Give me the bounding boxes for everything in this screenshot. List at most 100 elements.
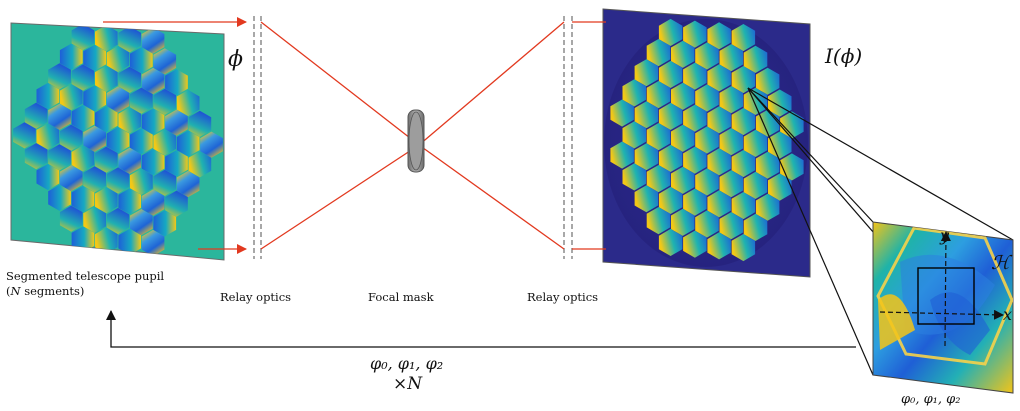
hex-segment xyxy=(59,43,83,70)
segment-support-box xyxy=(917,267,975,325)
hilbert-space-label: ℋ xyxy=(991,252,1010,274)
x-axis-arrow xyxy=(879,309,1004,320)
hex-segment xyxy=(83,166,106,193)
hex-segment xyxy=(165,69,188,96)
hex-segment xyxy=(731,108,756,136)
hex-segment xyxy=(731,24,756,52)
hex-segment xyxy=(176,130,200,157)
hex-segment xyxy=(36,82,60,110)
hex-segment xyxy=(118,147,141,174)
hex-segment xyxy=(622,163,646,191)
hex-segment xyxy=(141,189,165,216)
hex-segment xyxy=(646,207,671,235)
hex-segment xyxy=(71,185,95,213)
hex-segment xyxy=(153,48,177,75)
hex-segment xyxy=(707,106,731,134)
hex-segment xyxy=(95,25,118,52)
hex-segment xyxy=(695,84,719,112)
y-axis-arrow xyxy=(940,231,951,347)
hex-segment xyxy=(71,23,95,51)
hex-segment xyxy=(188,151,212,178)
hex-segment xyxy=(610,99,634,127)
hex-segment xyxy=(153,88,177,115)
hex-segment xyxy=(176,170,200,198)
hex-segment xyxy=(719,44,743,72)
optical-beams xyxy=(103,17,606,254)
hex-segment xyxy=(646,39,671,67)
hex-segment xyxy=(695,42,719,70)
hex-segment xyxy=(130,128,153,155)
hex-segment xyxy=(610,141,634,169)
hex-segment xyxy=(755,193,780,221)
hex-segment xyxy=(671,82,695,110)
hex-segment xyxy=(755,67,780,95)
hex-segment xyxy=(695,168,719,196)
hex-segment xyxy=(695,210,719,238)
hex-segment xyxy=(59,165,83,192)
hex-segment xyxy=(118,26,141,53)
pupil-segments xyxy=(13,23,223,257)
hex-segment xyxy=(83,44,106,71)
hex-segment xyxy=(71,64,95,91)
relay-optics-right-label: Relay optics xyxy=(527,290,599,304)
hex-segment xyxy=(743,87,768,115)
hex-segment xyxy=(707,232,731,260)
pupil-caption-n: N xyxy=(10,284,21,298)
pupil-caption-rest: segments) xyxy=(20,284,85,298)
hex-segment xyxy=(658,144,683,172)
hex-segment xyxy=(24,143,48,170)
hex-segment xyxy=(83,85,106,112)
hex-segment xyxy=(130,87,153,114)
hex-segment xyxy=(695,126,719,154)
hex-segment xyxy=(719,86,743,114)
hex-segment xyxy=(707,64,731,92)
hex-segment xyxy=(24,102,48,129)
hex-segment xyxy=(165,109,188,136)
hex-segment xyxy=(707,22,731,50)
hex-segment xyxy=(743,45,768,73)
hex-segment xyxy=(130,168,153,195)
hex-segment xyxy=(13,122,36,149)
hex-segment xyxy=(141,27,165,54)
relay-optics-left-label: Relay optics xyxy=(220,290,292,304)
hex-segment xyxy=(731,66,756,94)
hex-segment xyxy=(671,124,695,152)
hex-segment xyxy=(658,18,683,46)
hex-segment xyxy=(658,60,683,88)
intensity-label: I(ϕ) xyxy=(825,44,863,68)
hex-segment xyxy=(683,104,707,132)
axis-y-label: y xyxy=(940,226,950,245)
hex-segment xyxy=(646,81,671,109)
axis-x-label: x xyxy=(1003,305,1013,324)
hex-segment xyxy=(95,227,118,254)
hex-segment xyxy=(106,45,130,73)
hex-segment xyxy=(731,150,756,178)
hex-segment xyxy=(141,148,165,176)
hex-segment xyxy=(118,107,141,134)
hex-segment xyxy=(658,228,683,256)
hex-segment xyxy=(141,108,165,135)
hex-segment xyxy=(719,128,743,156)
focal-mask-label: Focal mask xyxy=(368,290,434,304)
hex-segment xyxy=(683,188,707,216)
pupil-caption: Segmented telescope pupil (N segments) xyxy=(6,269,164,299)
hex-segment xyxy=(743,171,768,199)
telescope-pupil-panel xyxy=(10,22,225,261)
hex-segment xyxy=(176,89,200,117)
hex-segment xyxy=(106,167,130,194)
hex-segment xyxy=(671,208,695,236)
hex-segment xyxy=(106,86,130,113)
hex-segment xyxy=(36,163,60,191)
hex-segment xyxy=(200,131,223,158)
hex-segment xyxy=(768,131,792,159)
hex-segment xyxy=(118,188,141,215)
hex-segment xyxy=(141,229,165,257)
hex-segment xyxy=(153,210,177,237)
hex-segment xyxy=(118,228,141,255)
hex-segment xyxy=(153,129,177,156)
hex-segment xyxy=(671,166,695,194)
hex-segment xyxy=(634,101,659,129)
feedback-arrow xyxy=(106,310,856,348)
detector-segments xyxy=(610,18,804,262)
